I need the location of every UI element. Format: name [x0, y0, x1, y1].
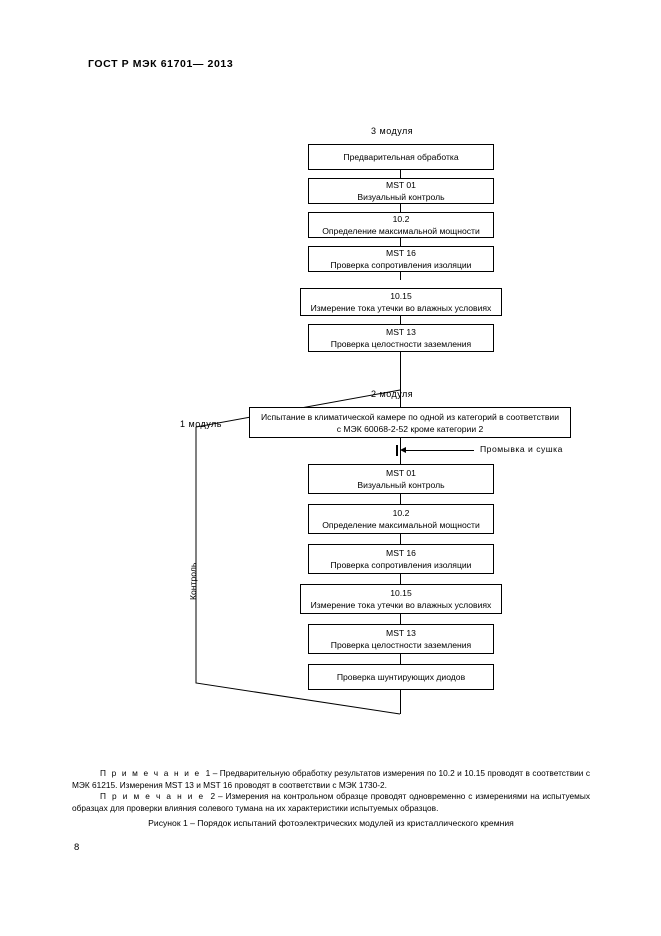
flow-box-code: MST 13	[386, 628, 416, 638]
document-header: ГОСТ Р МЭК 61701— 2013	[88, 58, 234, 70]
note-1-label: П р и м е ч а н и е	[100, 768, 201, 778]
label-wash-dry: Промывка и сушка	[480, 444, 563, 454]
flow-box-code: 10.2	[392, 508, 410, 518]
flow-box-code: MST 13	[386, 327, 416, 337]
label-control: Контроль	[188, 562, 198, 600]
note-1: П р и м е ч а н и е 1 – Предварительную …	[72, 768, 590, 791]
flow-box-mst13-grounding[interactable]: MST 13 Проверка целостности заземления	[308, 324, 494, 352]
note-1-text: – Предварительную обработку результатов …	[72, 768, 590, 790]
flow-box-code: MST 16	[386, 548, 416, 558]
flow-box-code: MST 16	[386, 248, 416, 258]
flow-box-pretreatment[interactable]: Предварительная обработка	[308, 144, 494, 170]
label-two-modules: 2 модуля	[371, 389, 414, 399]
flow-box-code: MST 01	[386, 468, 416, 478]
note-2: П р и м е ч а н и е 2 – Измерения на кон…	[72, 791, 590, 814]
label-one-module: 1 модуль	[180, 419, 222, 429]
flow-box-title: Проверка шунтирующих диодов	[336, 672, 466, 682]
connector	[400, 574, 401, 584]
connector	[400, 654, 401, 664]
flow-box-title: Проверка сопротивления изоляции	[330, 560, 472, 570]
flow-box-code: MST 01	[386, 180, 416, 190]
page-number: 8	[74, 842, 80, 853]
flow-box-title: Определение максимальной мощности	[322, 226, 480, 236]
flow-box-title: Предварительная обработка	[343, 152, 459, 162]
flow-box-title: Измерение тока утечки во влажных условия…	[310, 303, 492, 313]
flow-box-code: 10.15	[390, 588, 412, 598]
flow-box-title: Измерение тока утечки во влажных условия…	[310, 600, 492, 610]
note-2-label: П р и м е ч а н и е	[100, 791, 205, 802]
connector	[400, 204, 401, 212]
connector	[400, 534, 401, 544]
flow-box-code: 10.2	[392, 214, 410, 224]
flow-box-title: Проверка сопротивления изоляции	[330, 260, 472, 270]
flow-box-102-maxpower[interactable]: 10.2 Определение максимальной мощности	[308, 212, 494, 238]
flow-box-mst16-insulation[interactable]: MST 16 Проверка сопротивления изоляции	[308, 246, 494, 272]
flow-box-code: 10.15	[390, 291, 412, 301]
flow-box-mst16-insulation-2[interactable]: MST 16 Проверка сопротивления изоляции	[308, 544, 494, 574]
connector	[400, 390, 401, 407]
note-1-number: 1	[205, 768, 211, 778]
note-2-text: – Измерения на контрольном образце прово…	[72, 791, 590, 813]
flow-box-102-maxpower-2[interactable]: 10.2 Определение максимальной мощности	[308, 504, 494, 534]
connector	[400, 170, 401, 178]
connector	[400, 238, 401, 246]
flow-box-title: Визуальный контроль	[357, 192, 445, 202]
flow-box-mst01-visual[interactable]: MST 01 Визуальный контроль	[308, 178, 494, 204]
connector	[400, 494, 401, 504]
connector	[400, 690, 401, 714]
flow-box-1015-wetleakage-2[interactable]: 10.15 Измерение тока утечки во влажных у…	[300, 584, 502, 614]
flow-box-mst01-visual-2[interactable]: MST 01 Визуальный контроль	[308, 464, 494, 494]
flow-box-title: Проверка целостности заземления	[330, 339, 472, 349]
connector	[400, 614, 401, 624]
wash-dry-arrow	[400, 447, 510, 455]
figure-caption: Рисунок 1 – Порядок испытаний фотоэлектр…	[148, 818, 514, 828]
label-three-modules: 3 модуля	[371, 126, 414, 136]
connector	[400, 272, 401, 280]
flow-box-climate-chamber[interactable]: Испытание в климатической камере по одно…	[249, 407, 571, 438]
flowchart: 3 модуля Предварительная обработка MST 0…	[180, 126, 571, 715]
notes-block: П р и м е ч а н и е 1 – Предварительную …	[72, 768, 590, 814]
connector	[400, 316, 401, 324]
note-2-number: 2	[210, 791, 216, 802]
flow-box-mst13-grounding-2[interactable]: MST 13 Проверка целостности заземления	[308, 624, 494, 654]
flow-box-line2: с МЭК 60068-2-52 кроме категории 2	[336, 423, 484, 434]
flow-box-title: Определение максимальной мощности	[322, 520, 480, 530]
flow-box-line1: Испытание в климатической камере по одно…	[260, 411, 559, 422]
flow-box-1015-wetleakage[interactable]: 10.15 Измерение тока утечки во влажных у…	[300, 288, 502, 316]
flow-box-bypass-diodes[interactable]: Проверка шунтирующих диодов	[308, 664, 494, 690]
flow-box-title: Проверка целостности заземления	[330, 640, 472, 650]
connector-tick	[396, 445, 398, 456]
connector	[400, 352, 401, 390]
flow-box-title: Визуальный контроль	[357, 480, 445, 490]
